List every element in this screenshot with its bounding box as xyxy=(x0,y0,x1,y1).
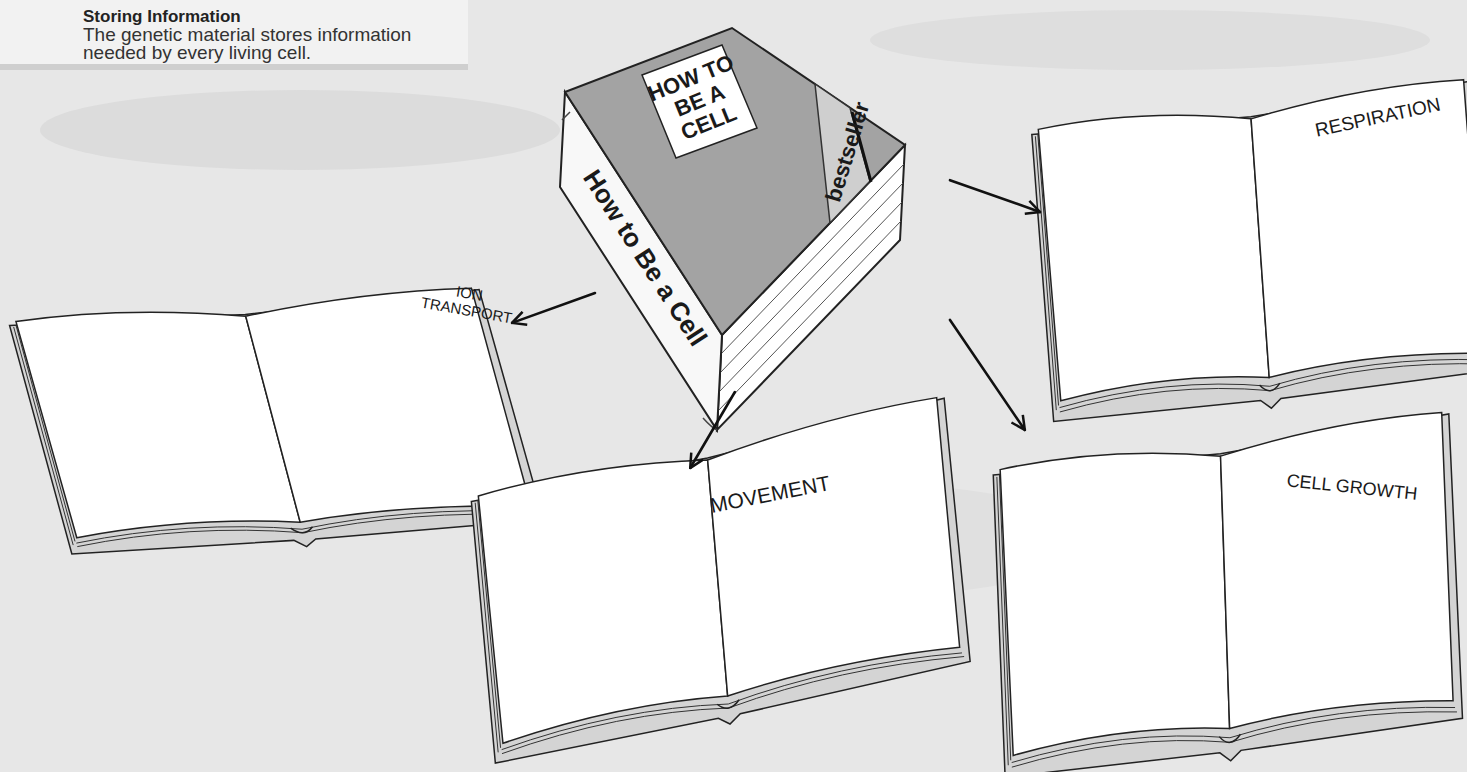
open-book: ION TRANSPORT xyxy=(15,275,512,560)
paper-shade xyxy=(40,90,560,170)
chapter-title: RESPIRATION xyxy=(1314,95,1443,142)
open-book: RESPIRATION xyxy=(1040,88,1465,410)
diagram-caption: The genetic material stores information … xyxy=(83,26,473,62)
ribbon-text: bestseller xyxy=(821,99,874,204)
arrow-connector xyxy=(950,320,1025,430)
cover-title: HOW TO BE A CELL xyxy=(638,48,762,154)
book-front-cover xyxy=(565,28,905,335)
open-book xyxy=(7,287,547,561)
closed-book: HOW TO BE A CELLHow to Be a Cellbestsell… xyxy=(595,28,950,392)
paper-shade xyxy=(870,10,1430,70)
closed-book xyxy=(560,28,905,430)
chapter-title: CELL GROWTH xyxy=(1286,471,1419,504)
open-book: MOVEMENT xyxy=(475,468,985,755)
arrow-connector xyxy=(512,293,595,323)
caption-band-rule xyxy=(0,64,468,70)
chapter-title: MOVEMENT xyxy=(708,471,832,517)
diagram-title: Storing Information xyxy=(83,7,241,27)
open-book: CELL GROWTH xyxy=(1000,430,1460,765)
arrow-connector xyxy=(690,392,735,468)
arrow-connector xyxy=(950,180,1040,212)
chapter-title: ION TRANSPORT xyxy=(418,277,518,326)
open-book xyxy=(993,411,1463,772)
spine-title: How to Be a Cell xyxy=(578,165,713,351)
open-book xyxy=(1031,78,1467,431)
open-book xyxy=(470,395,971,772)
